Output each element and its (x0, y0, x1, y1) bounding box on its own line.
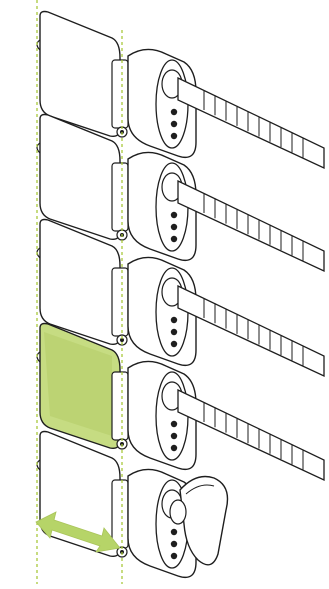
body-notch (36, 142, 41, 154)
cam-slot (111, 371, 129, 441)
pin-dot-3 (170, 132, 178, 140)
thumbturn-knob (169, 475, 229, 566)
pin-dot-2 (170, 540, 178, 548)
pin-dot-3 (170, 552, 178, 560)
key-blade-outline (177, 388, 325, 482)
key-blade-outline (177, 284, 325, 378)
pin-dot-3 (170, 340, 178, 348)
key-blade (177, 179, 325, 273)
thumbturn-ridge (185, 484, 215, 495)
thumbturn-grip (179, 475, 229, 566)
pin-dot-2 (170, 432, 178, 440)
pin-dot-1 (170, 528, 178, 536)
cam-slot (111, 59, 129, 129)
pin-dot-1 (170, 316, 178, 324)
key-blade (177, 284, 325, 378)
pin-dot-2 (170, 223, 178, 231)
pin-dot-3 (170, 235, 178, 243)
pin-dot-2 (170, 328, 178, 336)
key-blade-outline (177, 76, 325, 170)
key-blade (177, 76, 325, 170)
cam-slot (111, 162, 129, 232)
pin-dot-1 (170, 108, 178, 116)
highlight-shade (44, 332, 112, 436)
thumbturn-neck (169, 499, 187, 525)
pin-dot-3 (170, 444, 178, 452)
pin-dot-1 (170, 420, 178, 428)
key-blade-outline (177, 179, 325, 273)
pin-dot-2 (170, 120, 178, 128)
cam-slot (111, 479, 129, 549)
cam-slot (111, 267, 129, 337)
adjustment-arrow (35, 511, 121, 553)
cylinder-1 (36, 10, 325, 170)
fixing-hole-center (120, 338, 124, 342)
cylinder-3 (36, 218, 325, 378)
cylinder-stack (36, 10, 325, 579)
pin-dot-1 (170, 211, 178, 219)
key-blade (177, 388, 325, 482)
cylinder-5 (36, 430, 229, 579)
adjustment-arrow-shape (35, 511, 121, 553)
measurement-overlay (35, 0, 123, 584)
cylinder-2 (36, 113, 325, 273)
